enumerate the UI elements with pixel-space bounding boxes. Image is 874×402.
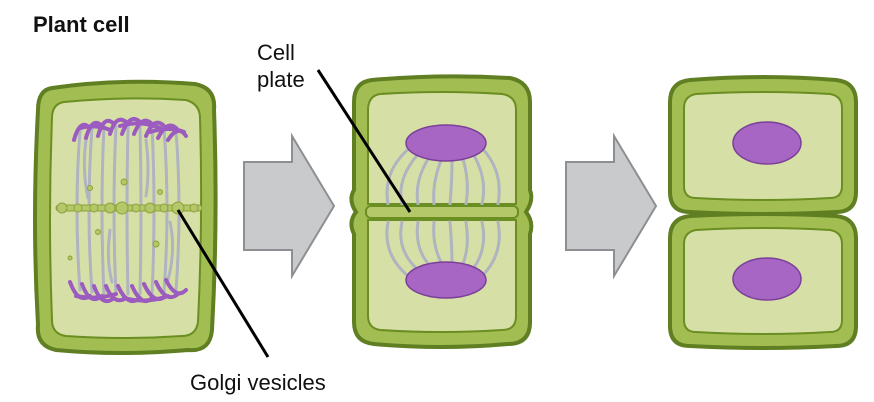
stage-1-chromosomes-top [72,117,188,142]
diagram-title: Plant cell [33,12,130,37]
stage-3-top-nucleus [732,121,802,165]
stage-3-bottom-nucleus [732,257,802,301]
cell-plate-label-line1: Cell [257,40,295,65]
cell-plate-leader-line [316,69,412,213]
stage-2-cell [349,74,534,349]
stage-1-chromosomes-bottom [68,278,188,303]
stage-3-daughter-cell-top [668,75,858,216]
cell-plate [365,205,519,219]
stage-2-nucleus-bottom [405,261,487,299]
cell-plate-label: Cell plate [257,40,305,92]
progress-arrow-2 [565,132,658,280]
cell-plate-label-line2: plate [257,67,305,92]
golgi-vesicles-leader-line [176,209,270,358]
golgi-vesicles-label: Golgi vesicles [190,370,326,395]
stage-1-golgi-vesicles [55,178,203,261]
stage-1-cell [33,79,218,355]
stage-2-nucleus-top [405,124,487,162]
progress-arrow-1 [243,132,336,280]
stage-3-daughter-cell-bottom [668,212,858,350]
